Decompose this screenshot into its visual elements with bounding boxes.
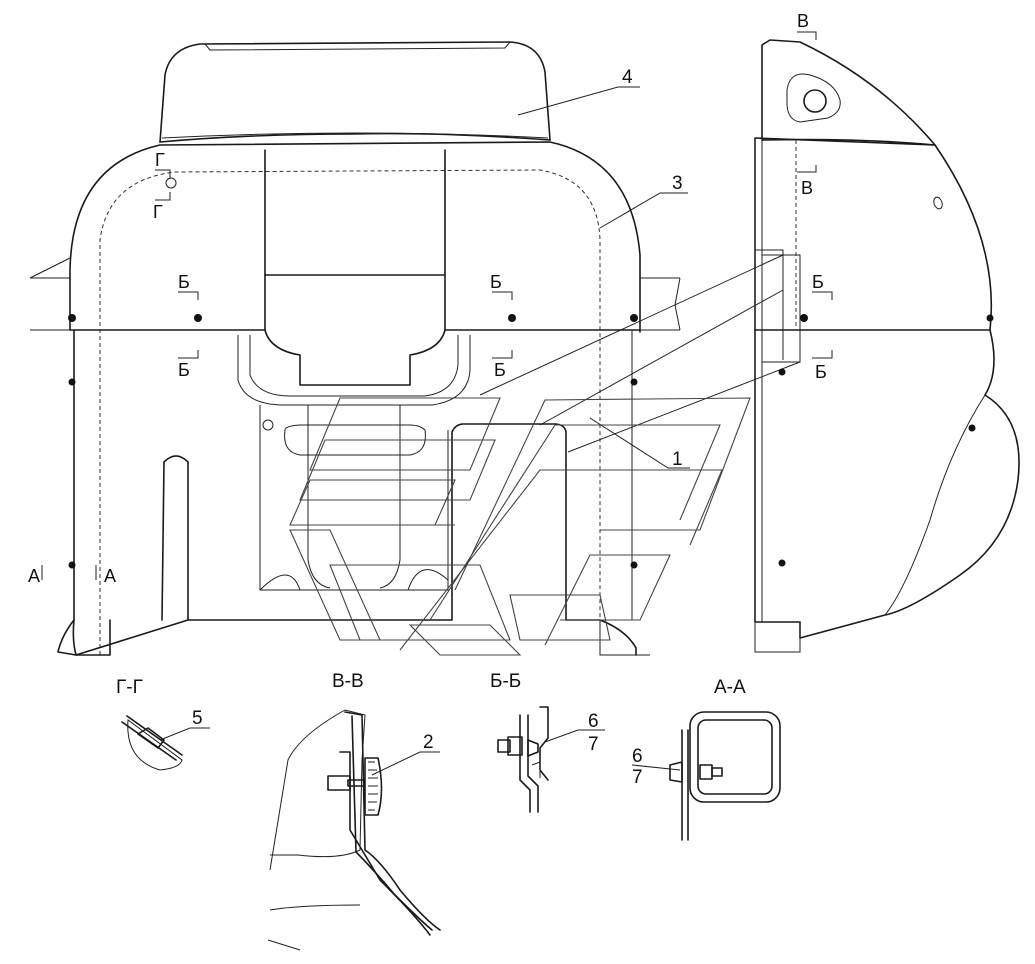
side-view — [754, 39, 1020, 653]
section-title-bb: Б-Б — [490, 671, 521, 692]
section-mark-v-top: В — [797, 11, 809, 31]
lower-body-bottom — [187, 423, 637, 656]
part-label-2: 2 — [423, 732, 434, 753]
section-arrows — [41, 31, 833, 580]
section-aa — [669, 711, 781, 841]
top-pad-edge — [161, 132, 549, 139]
side-body — [754, 137, 1020, 639]
u-bracket — [237, 335, 471, 406]
front-view — [29, 41, 801, 656]
part-label-5: 5 — [192, 708, 203, 729]
front-hole — [262, 419, 274, 431]
labels: 4 3 1 5 2 6 7 6 7 Г Г Б Б Б Б Б Б В В А … — [28, 11, 827, 788]
u-bracket-inner — [249, 335, 459, 397]
inner-lower-box — [259, 405, 449, 591]
section-mark-g-bot: Г — [153, 202, 163, 222]
section-mark-g-top: Г — [155, 150, 165, 170]
side-small-hole — [933, 196, 943, 210]
lower-left-edge — [72, 619, 111, 656]
part-label-7a: 7 — [588, 734, 599, 755]
section-mark-a-right: А — [104, 566, 116, 586]
lower-right-edge — [599, 330, 650, 656]
section-mark-b2: Б — [178, 360, 190, 380]
section-mark-b1: Б — [178, 272, 190, 292]
side-bars — [29, 257, 681, 331]
section-mark-b4: Б — [494, 360, 506, 380]
top-pad — [159, 41, 551, 143]
arch-outer — [69, 141, 641, 333]
arch-inner-dashed — [99, 169, 601, 655]
part-label-7b: 7 — [632, 767, 643, 788]
part-label-6b: 6 — [632, 746, 643, 767]
center-panel — [264, 149, 446, 386]
section-vv — [267, 709, 441, 951]
part-label-3: 3 — [672, 173, 683, 194]
top-pad-ridge — [204, 41, 511, 51]
section-bb — [497, 706, 549, 813]
leader-lines — [159, 86, 690, 776]
part-label-6a: 6 — [588, 711, 599, 732]
section-mark-v-mid: В — [801, 178, 813, 198]
section-mark-a-left: А — [28, 566, 40, 586]
section-title-gg: Г-Г — [116, 677, 143, 698]
inner-capsule — [284, 424, 426, 456]
section-mark-b3: Б — [490, 272, 502, 292]
hatch-bracket — [289, 397, 751, 656]
side-body-inner — [754, 138, 801, 653]
section-title-aa: А-А — [714, 677, 746, 698]
side-dots — [778, 314, 994, 567]
side-top-cap — [761, 39, 936, 146]
side-cap-hole-outer — [786, 73, 841, 123]
section-title-vv: В-В — [332, 671, 364, 692]
fastener-dots — [68, 314, 638, 569]
section-gg — [121, 715, 183, 771]
inner-side-lines — [307, 405, 401, 589]
g-hole — [165, 177, 177, 189]
side-cap-hole — [803, 89, 827, 113]
section-mark-b6: Б — [815, 362, 827, 382]
side-bracket — [755, 249, 801, 363]
part-label-1: 1 — [672, 449, 683, 470]
part-label-4: 4 — [622, 67, 633, 88]
section-mark-b5: Б — [812, 272, 824, 292]
projection-lines — [479, 254, 801, 453]
lower-body — [57, 329, 189, 656]
side-lower-lobe — [884, 394, 986, 616]
